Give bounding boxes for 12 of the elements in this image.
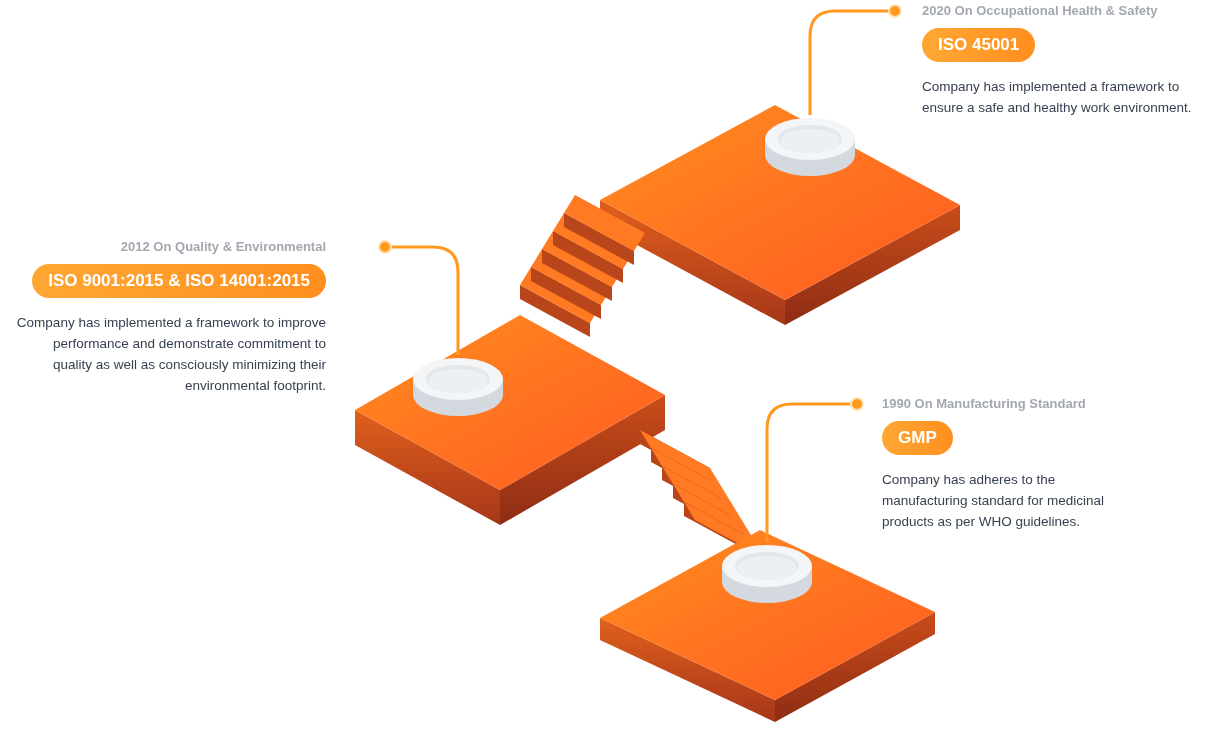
description-text: Company has implemented a framework to ensure a safe and healthy work environment. <box>922 78 1193 117</box>
certification-badge: GMP <box>882 421 953 455</box>
certification-badge: ISO 9001:2015 & ISO 14001:2015 <box>32 264 326 298</box>
certification-badge: ISO 45001 <box>922 28 1036 62</box>
year-heading: 2020 On Occupational Health & Safety <box>922 2 1158 20</box>
year-heading: 2012 On Quality & Environmental <box>120 238 326 256</box>
description-text: Company has adheres to the manufacturing standard for medicinal products as per WHO guidelines. <box>882 471 1106 531</box>
leader-line <box>765 397 864 542</box>
leader-line <box>378 240 460 355</box>
leader-line <box>808 4 902 115</box>
year-heading: 1990 On Manufacturing Standard <box>882 395 1086 413</box>
description-text: Company has implemented a framework to improve performance and demonstrate commitment to quality as well as consciously minimizing their environmental footprint. <box>16 314 326 395</box>
